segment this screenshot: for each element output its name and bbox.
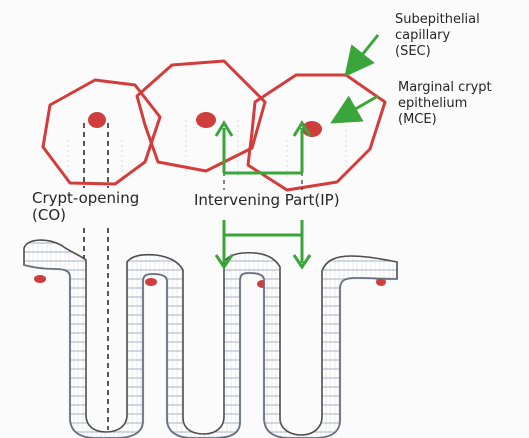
intervening-part-guides bbox=[224, 140, 302, 190]
nucleus-lower-left bbox=[34, 275, 46, 283]
nucleus-lower-midleft bbox=[145, 278, 157, 286]
sec-label: Subepithelial capillary (SEC) bbox=[395, 12, 480, 60]
mce-bracket bbox=[224, 128, 302, 173]
nucleus-middle bbox=[196, 112, 216, 128]
capillary-ring-left bbox=[43, 80, 160, 184]
mce-label: Marginal crypt epithelium (MCE) bbox=[398, 80, 492, 128]
crypt-opening-guides bbox=[84, 123, 108, 430]
arrow-to-mce bbox=[338, 96, 378, 119]
annotation-arrows bbox=[216, 35, 378, 267]
epithelial-crypt-band bbox=[24, 240, 397, 438]
ip-label: Intervening Part(IP) bbox=[194, 192, 340, 209]
arrow-to-sec bbox=[350, 35, 378, 70]
co-label: Crypt-opening (CO) bbox=[32, 190, 139, 224]
nucleus-left bbox=[88, 112, 106, 128]
